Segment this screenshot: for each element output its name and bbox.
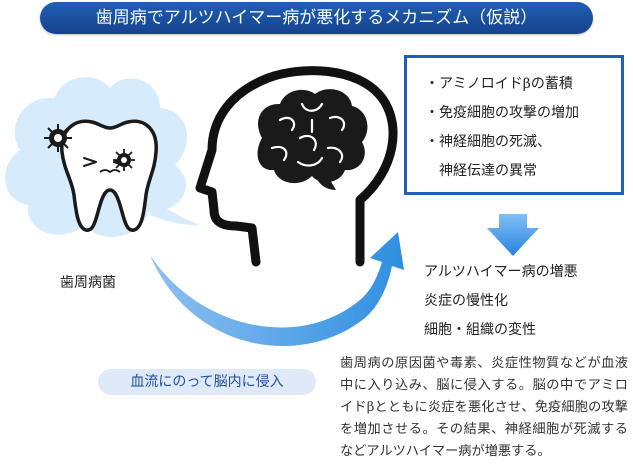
outcome-item: 炎症の慢性化 [424, 293, 508, 309]
blood-flow-label: 血流にのって脳内に侵入 [98, 369, 316, 395]
explanation-text: 歯周病の原因菌や毒素、炎症性物質などが血液中に入り込み、脳に侵入する。脳の中でア… [340, 356, 628, 459]
bacteria-icon [44, 124, 135, 171]
effect-item: 神経伝達の異常 [425, 163, 537, 179]
outcomes-list: アルツハイマー病の増悪 炎症の慢性化 細胞・組織の変性 [424, 258, 578, 345]
effects-box: ・アミノロイドβの蓄積 ・免疫細胞の攻撃の増加 ・神経細胞の死滅、 神経伝達の異… [404, 55, 624, 195]
diagram-title: 歯周病でアルツハイマー病が悪化するメカニズム（仮説） [40, 2, 593, 34]
bacteria-label: 歯周病菌 [60, 275, 116, 291]
down-arrow-icon [487, 214, 539, 256]
effect-item: ・アミノロイドβの蓄積 [425, 76, 573, 92]
curved-arrow-icon [150, 232, 404, 347]
outcome-item: アルツハイマー病の増悪 [424, 264, 578, 280]
effect-item: ・神経細胞の死滅、 [425, 134, 551, 150]
outcome-item: 細胞・組織の変性 [424, 322, 536, 338]
effect-item: ・免疫細胞の攻撃の増加 [425, 105, 579, 121]
brain-icon [257, 89, 368, 190]
